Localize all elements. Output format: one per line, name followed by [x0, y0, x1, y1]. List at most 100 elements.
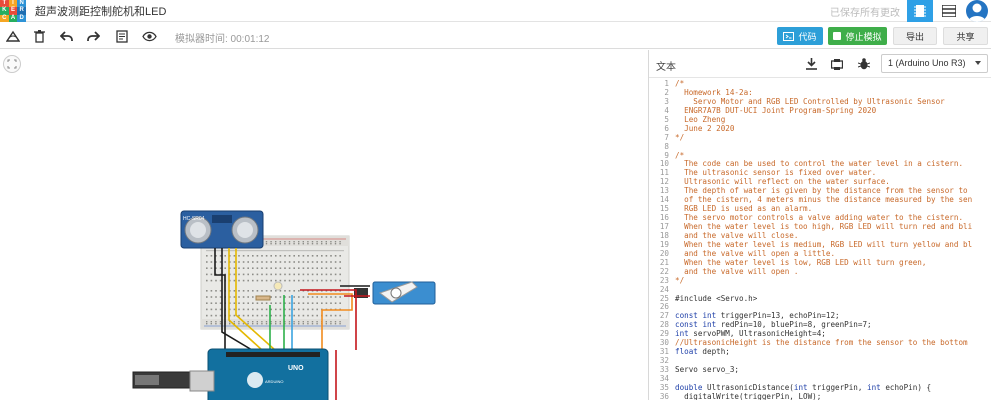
code-line[interactable]: */: [675, 133, 685, 142]
line-number: 11: [659, 169, 669, 178]
code-line[interactable]: The servo motor controls a valve adding …: [675, 214, 964, 223]
line-number: 26: [659, 303, 669, 312]
stop-button-label: 停止模拟: [845, 31, 882, 42]
logo-letter: C: [0, 14, 9, 22]
breadboard[interactable]: [200, 235, 350, 330]
line-number: 19: [659, 240, 669, 249]
undo-button[interactable]: [58, 28, 74, 44]
arduino-uno[interactable]: UNO ARDUINO: [132, 348, 329, 400]
code-line[interactable]: The depth of water is given by the dista…: [675, 187, 968, 196]
line-number: 25: [659, 294, 669, 303]
notes-button[interactable]: [114, 28, 130, 44]
code-line[interactable]: Servo Motor and RGB LED Controlled by Ul…: [675, 97, 945, 106]
share-button[interactable]: 共享: [943, 27, 988, 45]
rotate-button[interactable]: [5, 28, 21, 44]
code-line[interactable]: const int redPin=10, bluePin=8, greenPin…: [675, 321, 872, 330]
code-line[interactable]: [675, 303, 991, 312]
circuit-diagram[interactable]: HC-SR04: [0, 50, 648, 400]
code-line[interactable]: The code can be used to control the wate…: [675, 160, 964, 169]
delete-button[interactable]: [31, 28, 47, 44]
code-line[interactable]: #include <Servo.h>: [675, 294, 758, 303]
code-line[interactable]: digitalWrite(triggerPin, LOW);: [675, 392, 822, 400]
code-line[interactable]: When the water level is too high, RGB LE…: [675, 223, 973, 231]
line-number: 34: [659, 374, 669, 383]
code-line[interactable]: The ultrasonic sensor is fixed over wate…: [675, 169, 877, 178]
line-number: 29: [659, 330, 669, 339]
logo-letter: E: [8, 7, 18, 15]
code-button[interactable]: 代码: [777, 27, 823, 45]
redo-button[interactable]: [85, 28, 101, 44]
stop-simulation-button[interactable]: 停止模拟: [828, 27, 887, 45]
code-line[interactable]: /*: [675, 151, 685, 160]
code-line[interactable]: When the water level is medium, RGB LED …: [675, 240, 973, 249]
project-title[interactable]: 超声波测距控制舵机和LED: [35, 6, 167, 18]
code-icon: [783, 31, 795, 41]
debugger-button[interactable]: [853, 56, 875, 72]
code-line[interactable]: Ultrasonic will reflect on the water sur…: [675, 178, 890, 187]
device-icon: [831, 58, 843, 70]
code-line[interactable]: float depth;: [675, 348, 730, 357]
code-line[interactable]: June 2 2020: [675, 124, 735, 133]
code-line[interactable]: [675, 375, 991, 384]
rgb-led[interactable]: [273, 281, 283, 291]
code-line[interactable]: Servo servo_3;: [675, 366, 740, 374]
logo-letter: R: [17, 7, 26, 15]
code-line[interactable]: of the cistern, 4 meters minus the dista…: [675, 196, 973, 205]
ultrasonic-sensor[interactable]: HC-SR04: [180, 210, 264, 249]
code-line[interactable]: const int triggerPin=13, echoPin=12;: [675, 312, 840, 321]
line-number: 5: [664, 115, 669, 124]
user-avatar[interactable]: [966, 0, 988, 22]
upload-to-device-button[interactable]: [826, 56, 848, 72]
zoom-to-fit-button[interactable]: [3, 55, 21, 73]
line-number: 36: [659, 392, 669, 400]
line-number: 10: [659, 160, 669, 169]
line-number: 21: [659, 258, 669, 267]
code-mode-label[interactable]: 文本: [656, 62, 676, 73]
code-line[interactable]: ENGR7A7B DUT-UCI Joint Program-Spring 20…: [675, 106, 877, 115]
visibility-button[interactable]: [141, 28, 157, 44]
line-number: 28: [659, 321, 669, 330]
resistor[interactable]: [255, 295, 271, 301]
line-number: 8: [664, 142, 669, 151]
chevron-down-icon: [975, 61, 981, 65]
list-icon: [942, 5, 956, 17]
code-line[interactable]: and the valve will open .: [675, 267, 799, 276]
code-text[interactable]: /* Homework 14-2a: Servo Motor and RGB L…: [675, 80, 991, 400]
code-line[interactable]: When the water level is low, RGB LED wil…: [675, 258, 927, 267]
code-line[interactable]: [675, 286, 991, 295]
code-line[interactable]: [675, 357, 991, 366]
code-line[interactable]: /*: [675, 80, 685, 88]
code-button-label: 代码: [798, 31, 817, 42]
component-list-button[interactable]: [939, 2, 959, 20]
code-line[interactable]: double UltrasonicDistance(int triggerPin…: [675, 383, 932, 392]
code-line[interactable]: int servoPWM, UltrasonicHeight=4;: [675, 330, 826, 339]
tinkercad-logo[interactable]: T I N K E R C A D: [0, 0, 26, 22]
rotate-icon: [6, 30, 20, 42]
export-button[interactable]: 导出: [893, 27, 937, 45]
code-line[interactable]: [675, 143, 991, 152]
line-number: 24: [659, 285, 669, 294]
code-line[interactable]: RGB LED is used as an alarm.: [675, 205, 813, 214]
code-line[interactable]: */: [675, 276, 685, 285]
circuit-canvas[interactable]: HC-SR04: [0, 50, 648, 400]
logo-letter: K: [0, 7, 9, 15]
line-number: 15: [659, 205, 669, 214]
wires[interactable]: [214, 248, 370, 400]
circuit-view-button[interactable]: [907, 0, 933, 22]
code-line[interactable]: //UltrasonicHeight is the distance from …: [675, 339, 968, 348]
code-line[interactable]: Homework 14-2a:: [675, 88, 753, 97]
line-number: 18: [659, 231, 669, 240]
logo-letter: I: [8, 0, 18, 8]
title-bar: T I N K E R C A D 超声波测距控制舵机和LED 已保存所有更改: [0, 0, 991, 22]
code-line[interactable]: and the valve will open a little.: [675, 249, 836, 258]
code-line[interactable]: and the valve will close.: [675, 231, 799, 240]
board-brand: ARDUINO: [265, 379, 283, 384]
servo-motor[interactable]: [354, 281, 436, 305]
logo-letter: T: [0, 0, 9, 8]
device-select[interactable]: 1 (Arduino Uno R3): [881, 54, 988, 73]
download-button[interactable]: [800, 56, 822, 72]
code-line[interactable]: Leo Zheng: [675, 115, 726, 124]
logo-letter: D: [17, 14, 26, 22]
